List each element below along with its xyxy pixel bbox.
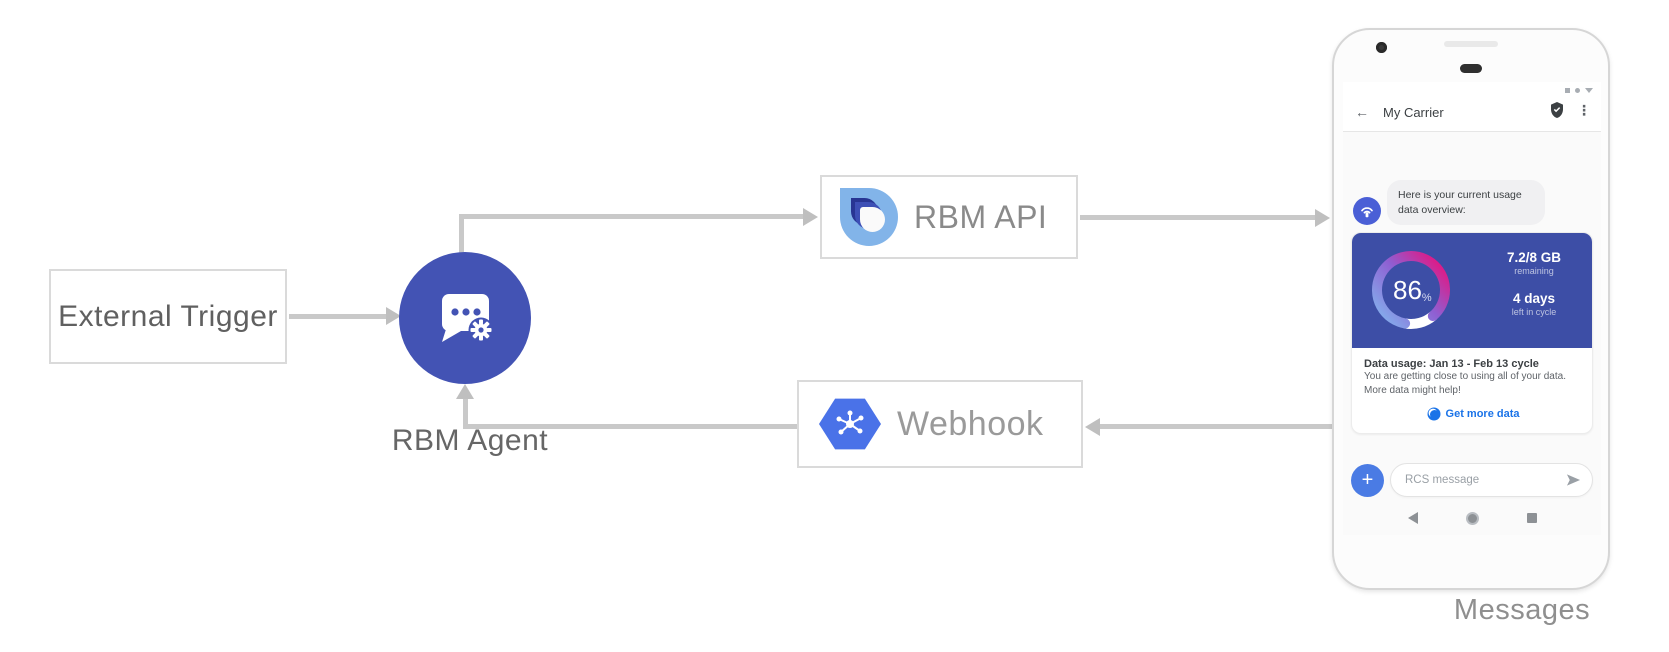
phone-screen: ← My Carrier ⋮ Here is your current usag…: [1343, 82, 1601, 535]
days-left-value: 4 days: [1512, 291, 1556, 306]
bubble-text-line2: data overview:: [1398, 203, 1466, 216]
camera-icon: [1376, 42, 1387, 53]
send-icon[interactable]: [1566, 473, 1581, 487]
connector-api-to-phone: [1080, 215, 1317, 220]
connector-webhook-to-agent: [463, 424, 797, 429]
rbm-api-logo-icon: [840, 188, 898, 246]
back-arrow-icon[interactable]: ←: [1355, 104, 1369, 120]
rbm-api-label: RBM API: [914, 198, 1048, 235]
usage-card-text-line1: You are getting close to using all of yo…: [1364, 371, 1566, 382]
usage-rich-card: 86% 7.2/8 GB remaining 4 days left in cy…: [1351, 232, 1593, 434]
status-triangle-icon: [1585, 87, 1593, 93]
svg-text:86%: 86%: [1393, 275, 1432, 305]
connector-agent-to-api: [459, 214, 805, 219]
usage-card-hero: 86% 7.2/8 GB remaining 4 days left in cy…: [1352, 233, 1592, 348]
usage-card-title: Data usage: Jan 13 - Feb 13 cycle: [1364, 358, 1539, 370]
attach-plus-button[interactable]: +: [1351, 464, 1384, 497]
verified-shield-icon: [1551, 102, 1563, 118]
agent-message-bubble: Here is your current usage data overview…: [1387, 180, 1545, 226]
usage-card-body: Data usage: Jan 13 - Feb 13 cycle You ar…: [1352, 348, 1592, 433]
nav-back-icon[interactable]: [1407, 512, 1418, 524]
bubble-text-line1: Here is your current usage: [1398, 189, 1522, 201]
webhook-node: Webhook: [797, 380, 1083, 468]
gauge-percent-unit: %: [1422, 292, 1432, 304]
connector-agent-up-in: [463, 398, 468, 428]
conversation-header: ← My Carrier ⋮: [1343, 82, 1601, 132]
connector-phone-to-webhook: [1100, 424, 1332, 429]
data-remaining-label: remaining: [1514, 266, 1554, 276]
arrowhead-right-icon: [803, 208, 818, 226]
arrowhead-right-icon: [1315, 209, 1330, 227]
conversation-title: My Carrier: [1383, 105, 1444, 120]
data-remaining-value: 7.2/8 GB: [1506, 250, 1562, 265]
rbm-api-node: RBM API: [820, 175, 1078, 259]
usage-stats: 7.2/8 GB remaining 4 days left in cycle: [1486, 250, 1582, 317]
external-trigger-label: External Trigger: [58, 299, 278, 333]
agent-avatar: [1353, 197, 1381, 225]
chat-bubble-gear-icon: [442, 294, 494, 343]
messages-caption: Messages: [1453, 594, 1591, 626]
nav-home-icon[interactable]: [1465, 511, 1479, 525]
days-left-label: left in cycle: [1511, 307, 1557, 317]
arrowhead-up-icon: [456, 384, 474, 399]
nav-recents-icon[interactable]: [1526, 513, 1537, 523]
wifi-router-icon: [1361, 207, 1373, 218]
phone-mockup: ← My Carrier ⋮ Here is your current usag…: [1332, 28, 1610, 590]
gauge-percent-value: 86: [1393, 275, 1422, 305]
external-trigger-node: External Trigger: [49, 269, 287, 364]
usage-card-text-line2: More data might help!: [1364, 385, 1461, 396]
plus-icon: +: [1361, 469, 1374, 491]
webhook-hexagon-icon: [819, 398, 881, 450]
message-composer: [1390, 463, 1593, 497]
arrowhead-left-icon: [1085, 418, 1100, 436]
status-square-icon: [1565, 87, 1570, 93]
get-more-data-button[interactable]: Get more data: [1364, 407, 1582, 421]
arrowhead-right-icon: [386, 307, 401, 325]
rbm-agent-label: RBM Agent: [391, 424, 549, 457]
arrow-trigger-to-agent: [289, 314, 389, 319]
get-more-data-label: Get more data: [1445, 408, 1520, 420]
speaker-slot: [1444, 41, 1498, 47]
webhook-label: Webhook: [897, 404, 1044, 443]
earpiece-slot: [1460, 64, 1482, 73]
connector-agent-up: [459, 216, 464, 256]
rcs-message-input[interactable]: [1391, 474, 1566, 486]
status-bar: [1565, 86, 1593, 94]
status-dot-icon: [1575, 87, 1580, 93]
globe-icon: [1427, 407, 1441, 421]
overflow-menu-icon[interactable]: ⋮: [1577, 102, 1591, 118]
usage-gauge: 86%: [1372, 251, 1450, 329]
rbm-agent-node: [399, 252, 531, 384]
android-navbar: [1343, 508, 1601, 528]
